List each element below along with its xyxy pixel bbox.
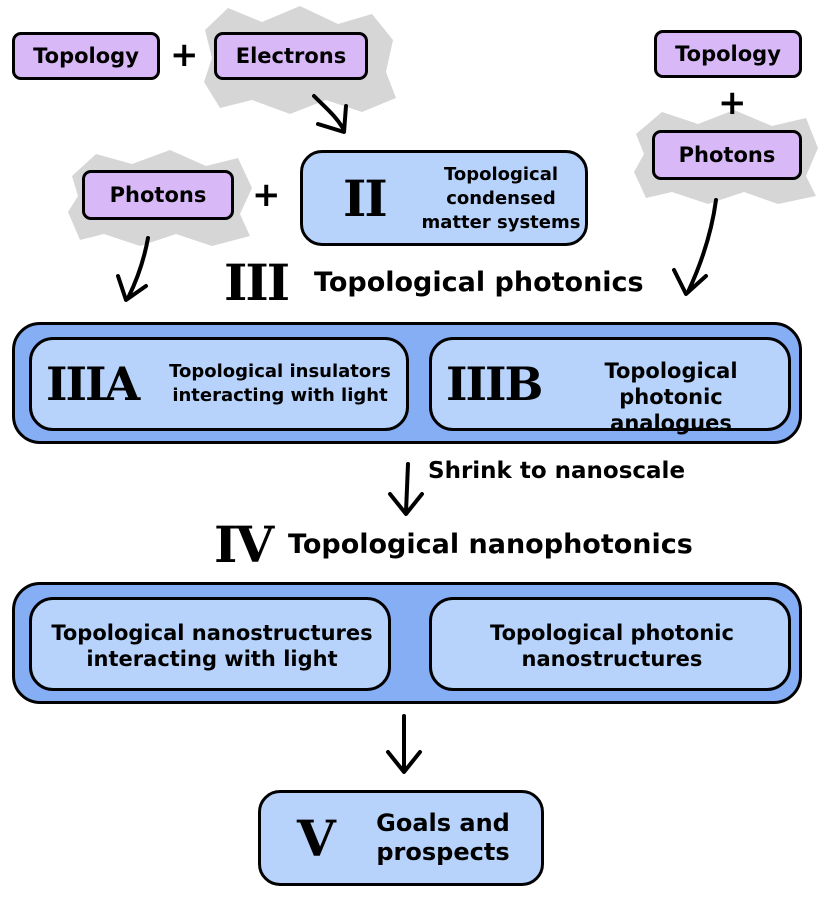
arrow-iv-to-v	[386, 714, 422, 774]
electrons-chip: Electrons	[214, 32, 368, 80]
section-iv-left-label: Topological nanostructures interacting w…	[51, 621, 373, 671]
arrow-electrons-to-ii	[312, 94, 348, 134]
section-iv-title: Topological nanophotonics	[288, 529, 693, 560]
section-iv-band: Topological nanostructures interacting w…	[12, 582, 802, 704]
section-iv-right-box: Topological photonic nanostructures	[429, 597, 791, 691]
topology-label-left: Topology	[33, 44, 139, 68]
section-iiia-box: IIIA Topological insulators interacting …	[29, 337, 409, 431]
topology-label-right: Topology	[675, 42, 781, 66]
plus-sign-top-left: +	[170, 35, 199, 75]
electrons-label: Electrons	[235, 44, 347, 68]
section-iv-numeral: IV	[214, 515, 274, 574]
section-iiia-label: Topological insulators interacting with …	[169, 361, 391, 406]
section-iii-band: IIIA Topological insulators interacting …	[12, 322, 802, 444]
photons-chip-left: Photons	[82, 170, 234, 220]
section-ii-box: II Topological condensed matter systems	[300, 150, 588, 246]
section-iiia-numeral: IIIA	[46, 357, 140, 411]
section-iiib-numeral: IIIB	[446, 357, 543, 411]
section-iv-left-box: Topological nanostructures interacting w…	[29, 597, 391, 691]
section-v-numeral: V	[297, 809, 336, 868]
topology-chip-right: Topology	[654, 30, 802, 78]
section-iiib-label: Topological photonic analogues	[604, 359, 738, 435]
arrow-shrink-to-nanoscale	[388, 462, 424, 516]
photons-label-right: Photons	[678, 143, 776, 167]
section-iii-title: Topological photonics	[314, 267, 644, 298]
arrow-photons-right-to-iii	[672, 198, 718, 296]
section-iv-right-label: Topological photonic nanostructures	[490, 621, 734, 671]
section-v-box: V Goals and prospects	[258, 790, 544, 886]
section-ii-label: Topological condensed matter systems	[421, 164, 581, 233]
topology-chip-left: Topology	[12, 32, 160, 80]
section-iii-numeral: III	[224, 253, 290, 312]
section-v-label: Goals and prospects	[376, 809, 510, 866]
plus-sign-mid-left: +	[252, 175, 281, 215]
photons-chip-right: Photons	[652, 130, 802, 180]
arrow-photons-left-to-iii	[116, 236, 150, 302]
plus-sign-top-right: +	[718, 83, 747, 123]
section-iiib-box: IIIB Topological photonic analogues	[429, 337, 791, 435]
section-ii-numeral: II	[343, 169, 388, 228]
shrink-to-nanoscale-label: Shrink to nanoscale	[428, 458, 686, 484]
photons-label-left: Photons	[109, 183, 207, 207]
